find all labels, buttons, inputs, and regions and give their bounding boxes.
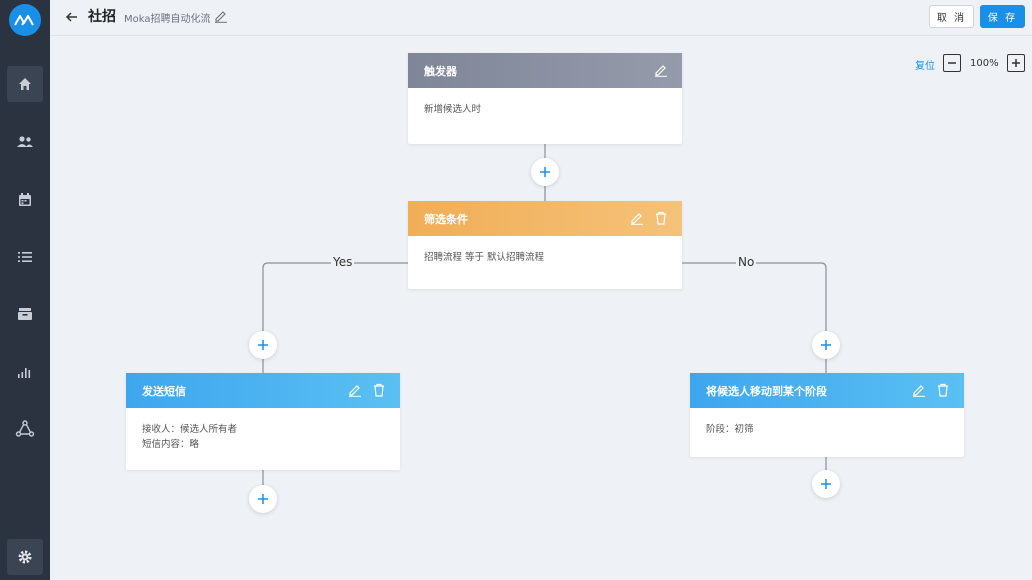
trigger-node[interactable]: 触发器 新增候选人时 (408, 53, 682, 144)
page-title: 社招 (88, 9, 116, 25)
save-button[interactable]: 保 存 (980, 5, 1025, 28)
zoom-in-button[interactable] (1007, 54, 1025, 72)
minus-icon (948, 62, 956, 64)
add-step-button-after-move[interactable] (812, 470, 840, 498)
plus-icon (258, 494, 268, 504)
sidebar-item-reports[interactable] (7, 354, 43, 390)
filter-node-header: 筛选条件 (408, 201, 682, 236)
logo-mark-icon (14, 15, 34, 26)
filter-node-title: 筛选条件 (424, 212, 468, 226)
edit-icon[interactable] (654, 63, 668, 77)
trigger-node-title: 触发器 (424, 64, 457, 78)
zoom-out-button[interactable] (943, 54, 961, 72)
move-stage-node-title: 将候选人移动到某个阶段 (706, 384, 827, 398)
move-stage-node-body: 阶段：初筛 (706, 424, 754, 435)
edit-icon[interactable] (912, 383, 926, 397)
zoom-reset-link[interactable]: 复位 (915, 61, 935, 72)
edit-icon[interactable] (348, 383, 362, 397)
edit-name-icon[interactable] (214, 8, 228, 23)
plus-icon (821, 340, 831, 350)
add-step-button[interactable] (531, 158, 559, 186)
sidebar (0, 0, 50, 580)
plus-icon (540, 167, 550, 177)
delete-icon[interactable] (654, 211, 668, 225)
zoom-level: 100% (970, 58, 999, 69)
moka-logo[interactable] (9, 4, 41, 36)
move-stage-node[interactable]: 将候选人移动到某个阶段 阶段：初筛 (690, 373, 964, 457)
chart-icon (18, 368, 31, 378)
add-step-button-after-sms[interactable] (249, 485, 277, 513)
sidebar-item-list[interactable] (7, 239, 43, 275)
move-stage-node-header: 将候选人移动到某个阶段 (690, 373, 964, 408)
sidebar-item-settings[interactable] (7, 539, 43, 575)
cancel-button[interactable]: 取 消 (929, 5, 974, 28)
calendar-icon (19, 193, 31, 206)
branch-label-no: No (736, 255, 757, 269)
flow-name: Moka招聘自动化流 (124, 14, 211, 25)
trigger-node-body: 新增候选人时 (424, 104, 482, 115)
plus-icon (821, 479, 831, 489)
network-icon (15, 420, 35, 437)
sidebar-item-calendar[interactable] (7, 182, 43, 218)
delete-icon[interactable] (372, 383, 386, 397)
list-icon (18, 252, 32, 262)
sms-recipient: 接收人：候选人所有者 (142, 424, 238, 435)
delete-icon[interactable] (936, 383, 950, 397)
branch-label-yes: Yes (331, 255, 355, 269)
back-arrow-icon[interactable] (64, 9, 80, 25)
filter-node-body: 招聘流程 等于 默认招聘流程 (424, 252, 545, 263)
plus-icon (1012, 59, 1020, 67)
people-icon (17, 136, 33, 147)
top-header: 社招 Moka招聘自动化流 取 消 保 存 (50, 0, 1032, 36)
sms-content: 短信内容：略 (142, 439, 200, 450)
home-icon (19, 78, 31, 90)
trigger-node-header: 触发器 (408, 53, 682, 88)
add-step-button-yes[interactable] (249, 331, 277, 359)
gear-icon (18, 550, 32, 564)
send-sms-node[interactable]: 发送短信 接收人：候选人所有者 短信内容：略 (126, 373, 400, 470)
sidebar-item-candidates[interactable] (7, 124, 43, 160)
send-sms-node-body: 接收人：候选人所有者 短信内容：略 (126, 408, 400, 466)
sidebar-item-org[interactable] (7, 411, 43, 447)
inbox-icon (18, 308, 32, 320)
sidebar-item-home[interactable] (7, 66, 43, 102)
filter-node[interactable]: 筛选条件 招聘流程 等于 默认招聘流程 (408, 201, 682, 289)
add-step-button-no[interactable] (812, 331, 840, 359)
send-sms-node-title: 发送短信 (142, 384, 186, 398)
edit-icon[interactable] (630, 211, 644, 225)
sidebar-item-inbox[interactable] (7, 296, 43, 332)
send-sms-node-header: 发送短信 (126, 373, 400, 408)
plus-icon (258, 340, 268, 350)
